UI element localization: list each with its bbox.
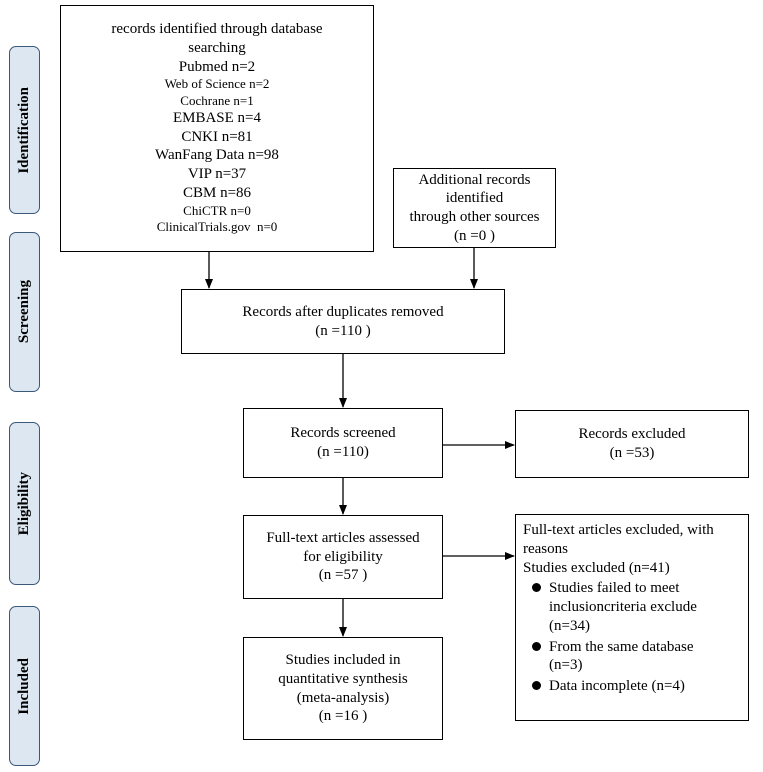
duplicates-removed-count: (n =110 ) xyxy=(315,322,371,339)
reason-text: Data incomplete (n=4) xyxy=(549,678,685,694)
studies-included-box: Studies included in quantitative synthes… xyxy=(243,637,443,740)
fulltext-excluded-line2: reasons xyxy=(523,540,568,557)
reason-text: Studies failed to meet xyxy=(549,580,680,597)
source-clinicaltrials: ClinicalTrials.gov n=0 xyxy=(156,218,278,234)
included-line2: quantitative synthesis xyxy=(278,670,408,687)
reason-item: Studies failed to meet inclusioncriteria… xyxy=(523,579,742,635)
source-vip: VIP n=37 xyxy=(187,166,247,182)
fulltext-assessed-box: Full-text articles assessed for eligibil… xyxy=(243,515,443,599)
reason-item: From the same database (n=3) xyxy=(523,638,742,676)
source-chictr: ChiCTR n=0 xyxy=(183,202,251,218)
included-line3: (meta-analysis) xyxy=(296,689,390,706)
reason-text: inclusioncriteria exclude xyxy=(549,599,697,615)
included-line1: Studies included in xyxy=(285,652,401,668)
search-heading-line2: searching xyxy=(188,39,246,56)
stage-eligibility: Eligibility xyxy=(9,422,40,585)
included-count: (n =16 ) xyxy=(318,708,368,725)
fulltext-count: (n =57 ) xyxy=(318,567,368,584)
records-screened-label: Records screened xyxy=(290,425,396,442)
bullet-icon xyxy=(531,583,541,593)
records-excluded-box: Records excluded (n =53) xyxy=(515,410,749,478)
fulltext-line1: Full-text articles assessed xyxy=(266,529,420,546)
source-cbm: CBM n=86 xyxy=(182,184,252,201)
records-screened-count: (n =110) xyxy=(317,444,369,460)
reason-count: (n=3) xyxy=(549,657,583,674)
fulltext-excluded-line3: Studies excluded (n=41) xyxy=(523,559,670,576)
source-cochrane: Cochrane n=1 xyxy=(180,92,254,108)
source-wanfang: WanFang Data n=98 xyxy=(155,147,279,164)
source-cnki: CNKI n=81 xyxy=(181,128,253,145)
reason-text: From the same database xyxy=(549,638,694,655)
stage-identification: Identification xyxy=(9,46,40,214)
fulltext-line2: for eligibility xyxy=(303,548,383,565)
reason-item: Data incomplete (n=4) xyxy=(523,677,742,696)
source-web-of-science: Web of Science n=2 xyxy=(164,76,270,92)
fulltext-excluded-line1: Full-text articles excluded, with xyxy=(523,522,714,538)
records-excluded-count: (n =53) xyxy=(609,445,655,461)
other-sources-box: Additional records identified through ot… xyxy=(393,168,556,248)
database-search-box: records identified through database sear… xyxy=(60,5,374,252)
duplicates-removed-box: Records after duplicates removed (n =110… xyxy=(181,289,505,354)
other-sources-line1: Additional records identified xyxy=(418,171,531,207)
search-heading-line1: records identified through database xyxy=(111,21,323,37)
reason-count: (n=34) xyxy=(549,617,590,634)
other-sources-line2: through other sources xyxy=(409,209,540,225)
stage-screening: Screening xyxy=(9,232,40,392)
stage-included: Included xyxy=(9,606,40,766)
bullet-icon xyxy=(531,681,541,690)
bullet-icon xyxy=(531,641,541,651)
fulltext-excluded-box: Full-text articles excluded, with reason… xyxy=(515,514,749,721)
records-excluded-label: Records excluded xyxy=(578,426,686,443)
source-pubmed: Pubmed n=2 xyxy=(178,58,256,75)
source-embase: EMBASE n=4 xyxy=(172,109,262,126)
other-sources-count: (n =0 ) xyxy=(454,227,495,244)
records-screened-box: Records screened (n =110) xyxy=(243,408,443,478)
duplicates-removed-label: Records after duplicates removed xyxy=(242,303,444,320)
